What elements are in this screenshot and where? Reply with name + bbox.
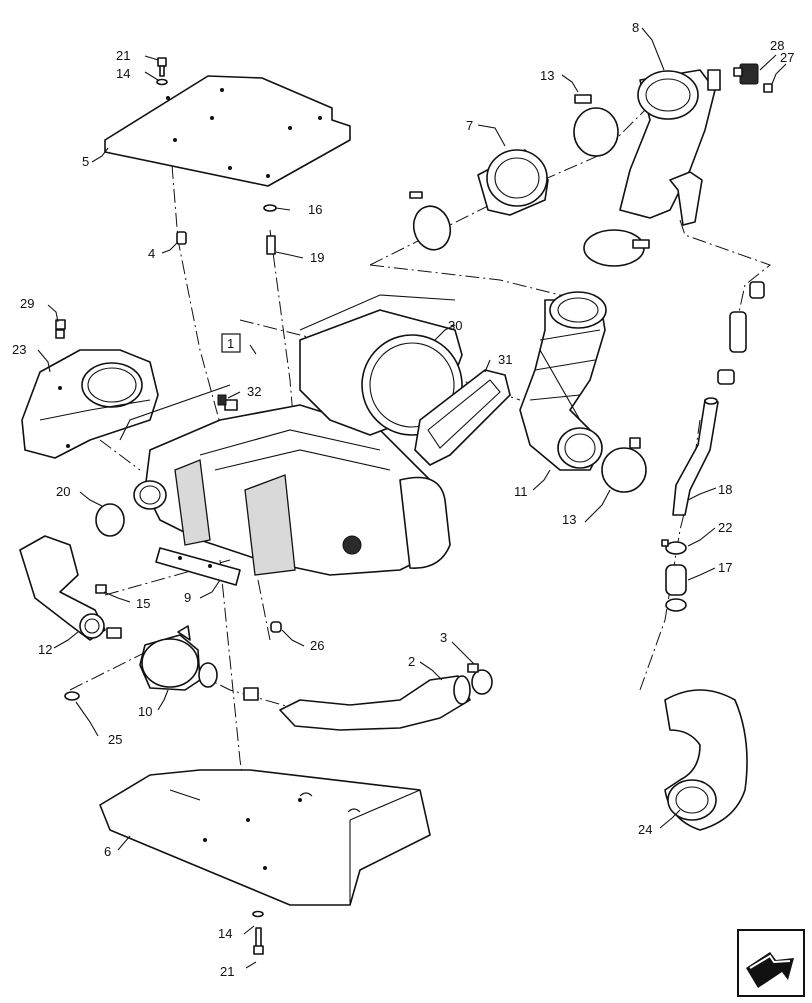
- hose-fittings: [717, 281, 765, 385]
- stud-19: [266, 235, 276, 255]
- drain-hose-part-18: [672, 397, 719, 516]
- fastener-32: [217, 394, 227, 406]
- callout-13-top: 13: [540, 68, 554, 83]
- bolt-21-top: [156, 57, 168, 86]
- callout-23: 23: [12, 342, 26, 357]
- callout-4: 4: [148, 246, 155, 261]
- callout-9: 9: [184, 590, 191, 605]
- washer-16: [263, 204, 277, 212]
- callout-labels: 21 14 5 4 16 19 29 23 1 32 30 31 20 15 9…: [12, 20, 794, 979]
- callout-26: 26: [310, 638, 324, 653]
- screw-25: [64, 691, 80, 701]
- screw-27: [763, 83, 773, 93]
- callout-6: 6: [104, 844, 111, 859]
- callout-30: 30: [448, 318, 462, 333]
- callout-13-bottom: 13: [562, 512, 576, 527]
- nut-26: [270, 621, 282, 633]
- callout-14-bottom: 14: [218, 926, 232, 941]
- callout-24: 24: [638, 822, 652, 837]
- next-page-arrow-button[interactable]: [736, 928, 806, 998]
- elbow-part-24: [664, 689, 748, 831]
- safety-filter-part-31: [414, 369, 511, 466]
- callout-2: 2: [408, 654, 415, 669]
- callout-3: 3: [440, 630, 447, 645]
- callout-14-top: 14: [116, 66, 130, 81]
- outlet-elbow-part-12: [19, 535, 106, 641]
- ejector-part-10: [106, 625, 218, 691]
- air-cleaner-assembly-part-1: [119, 294, 456, 576]
- callout-5: 5: [82, 154, 89, 169]
- callout-7: 7: [466, 118, 473, 133]
- callout-11: 11: [514, 484, 528, 499]
- callout-10: 10: [138, 704, 152, 719]
- callout-22: 22: [718, 520, 732, 535]
- hose-part-2: [243, 675, 471, 731]
- bottom-plate-part-6: [99, 769, 431, 906]
- callout-29: 29: [20, 296, 34, 311]
- callout-18: 18: [718, 482, 732, 497]
- callout-27: 27: [780, 50, 794, 65]
- top-plate-part-5: [104, 75, 351, 187]
- callout-21-top: 21: [116, 48, 130, 63]
- callout-31: 31: [498, 352, 512, 367]
- bolt-29: [55, 319, 66, 330]
- callout-16: 16: [308, 202, 322, 217]
- callout-17: 17: [718, 560, 732, 575]
- callout-20: 20: [56, 484, 70, 499]
- clamps: [95, 94, 650, 695]
- hose-sleeve-part-7: [477, 149, 549, 216]
- leader-lines: [37, 27, 787, 969]
- callout-box-1: [221, 333, 241, 353]
- callout-8: 8: [632, 20, 639, 35]
- callout-1: 1: [227, 336, 234, 351]
- bolt-21-bottom: [252, 910, 264, 955]
- callout-25: 25: [108, 732, 122, 747]
- clamp-22: [661, 539, 687, 555]
- bracket-part-9: [155, 547, 241, 586]
- callout-21-bottom: 21: [220, 964, 234, 979]
- intake-tube-part-8: [619, 69, 721, 226]
- intake-elbow-part-11: [519, 291, 607, 471]
- fastener-4: [176, 231, 187, 245]
- callout-15: 15: [136, 596, 150, 611]
- callout-32: 32: [247, 384, 261, 399]
- next-page-arrow-icon: [737, 929, 805, 997]
- precleaner-cover-part-23: [21, 329, 159, 459]
- sensor-28: [733, 63, 759, 85]
- bolt-15: [95, 584, 107, 594]
- callout-19: 19: [310, 250, 324, 265]
- callout-28: 28: [770, 38, 784, 53]
- callout-12: 12: [38, 642, 52, 657]
- valve-17: [665, 564, 687, 612]
